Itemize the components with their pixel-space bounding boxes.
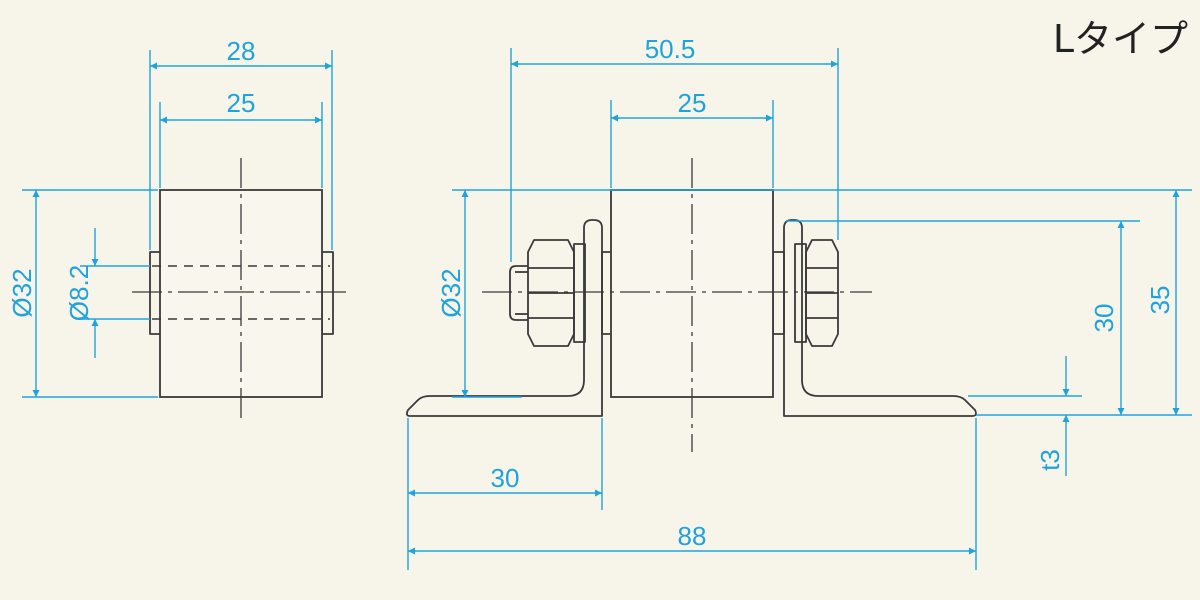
front-dim-t3-label: t3 — [1035, 449, 1065, 471]
front-shaft-right — [772, 251, 785, 335]
front-dim-flange-label: 30 — [491, 463, 520, 493]
side-dim-d32-label: Ø32 — [7, 268, 37, 317]
front-dim-30-label: 30 — [1089, 304, 1119, 333]
front-dim-d32-label: Ø32 — [436, 268, 466, 317]
front-dim-35-label: 35 — [1145, 286, 1175, 315]
front-bracket-right — [783, 219, 977, 417]
front-dim-88-label: 88 — [678, 521, 707, 551]
side-shaft-right — [321, 251, 334, 335]
side-dim-25-label: 25 — [227, 88, 256, 118]
side-view: 28 25 Ø32 Ø8.2 — [7, 36, 352, 418]
front-nut-right — [794, 239, 839, 347]
front-dim-25-label: 25 — [678, 88, 707, 118]
side-dim-d82-label: Ø8.2 — [64, 265, 94, 321]
drawing-title: Lタイプ — [1053, 17, 1188, 61]
front-view: 50.5 25 Ø32 30 35 t3 30 88 — [405, 34, 1192, 570]
side-dim-28-label: 28 — [227, 36, 256, 66]
front-dim-505-label: 50.5 — [645, 34, 696, 64]
front-nut-left — [509, 239, 586, 347]
front-bracket-left — [405, 219, 603, 417]
